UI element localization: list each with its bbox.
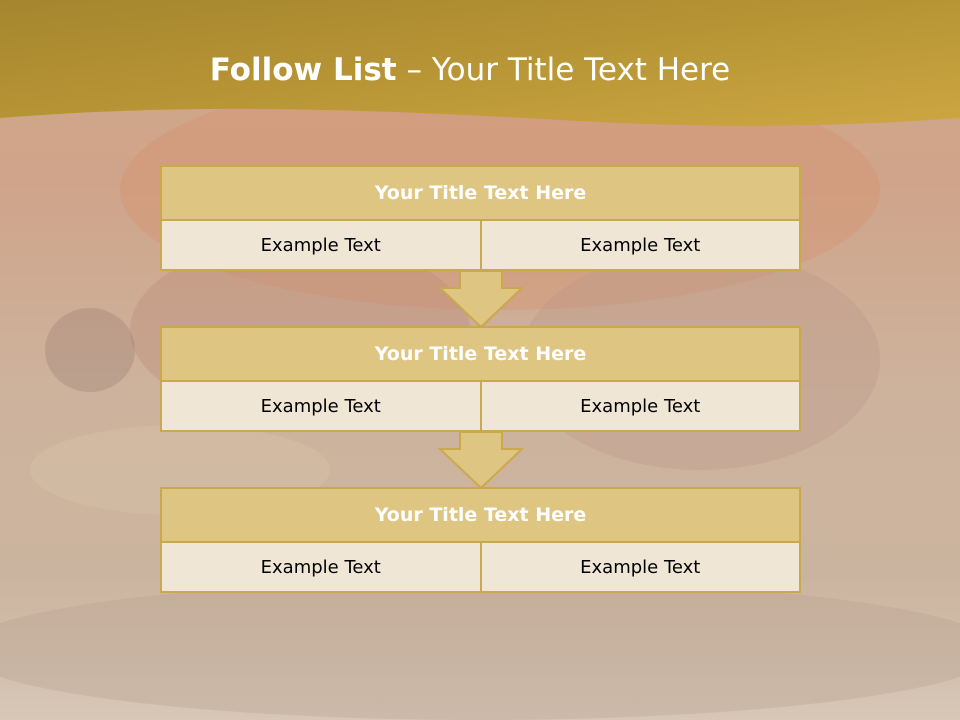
step-row: Example Text Example Text xyxy=(160,221,801,271)
slide-title: Follow List – Your Title Text Here xyxy=(0,52,940,88)
step-left-text: Example Text xyxy=(160,221,482,271)
slide-title-lead: Follow List xyxy=(209,52,397,88)
step-right-text: Example Text xyxy=(479,543,801,593)
down-arrow-icon xyxy=(438,431,524,489)
follow-step-2: Your Title Text Here Example Text Exampl… xyxy=(160,326,801,432)
step-left-text: Example Text xyxy=(160,543,482,593)
step-title: Your Title Text Here xyxy=(160,165,801,221)
follow-step-1: Your Title Text Here Example Text Exampl… xyxy=(160,165,801,271)
step-right-text: Example Text xyxy=(479,221,801,271)
step-row: Example Text Example Text xyxy=(160,382,801,432)
step-left-text: Example Text xyxy=(160,382,482,432)
step-right-text: Example Text xyxy=(479,382,801,432)
follow-step-3: Your Title Text Here Example Text Exampl… xyxy=(160,487,801,593)
slide-title-rest: – Your Title Text Here xyxy=(396,52,731,88)
down-arrow-icon xyxy=(438,270,524,328)
step-title: Your Title Text Here xyxy=(160,326,801,382)
header-band xyxy=(0,0,960,126)
step-row: Example Text Example Text xyxy=(160,543,801,593)
step-title: Your Title Text Here xyxy=(160,487,801,543)
